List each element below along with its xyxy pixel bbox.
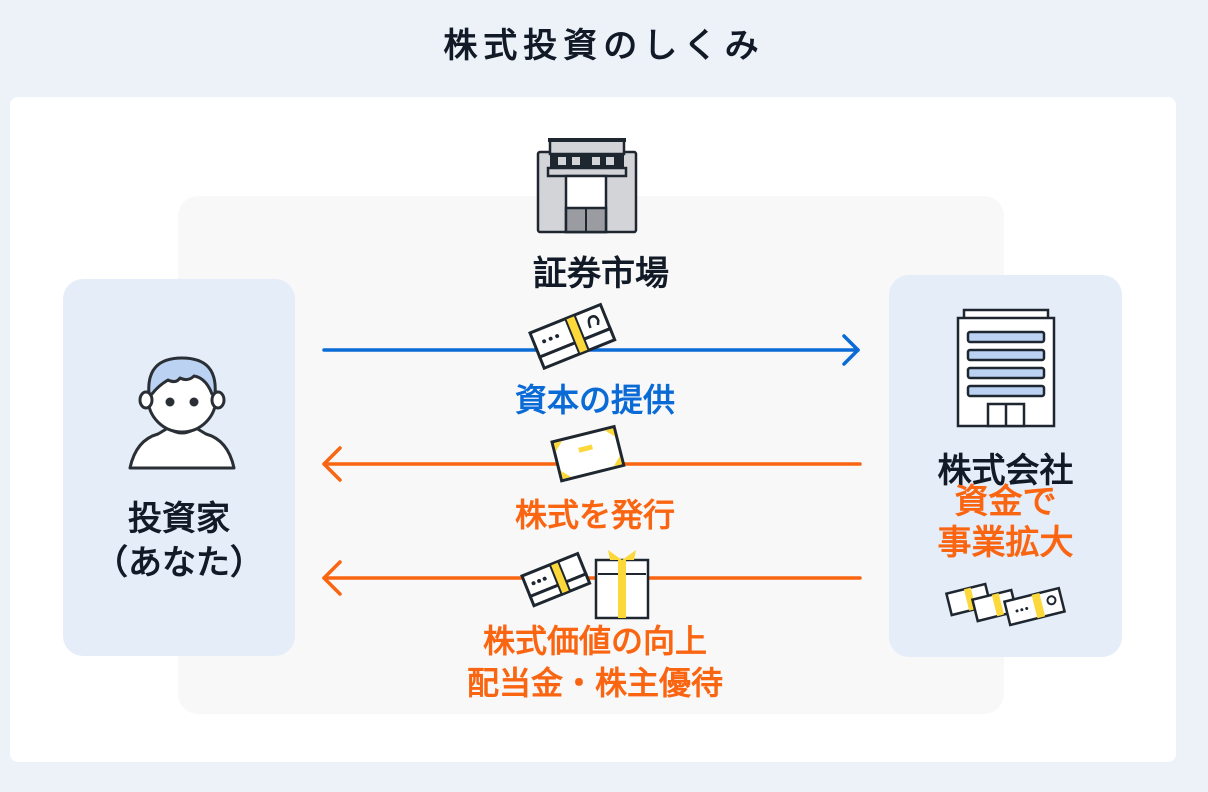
flow-label-capital: 資本の提供 xyxy=(514,381,675,419)
flow-label-returns-line1: 株式価値の向上 xyxy=(482,622,707,660)
page-title: 株式投資のしくみ xyxy=(443,26,765,66)
flow-arrow-returns xyxy=(322,560,862,596)
stock-certificate-icon xyxy=(550,424,626,483)
flow-label-returns: 株式価値の向上 配当金・株主優待 xyxy=(400,620,790,704)
investor-label-line2: （あなた） xyxy=(94,543,264,583)
company-note-line1: 資金で xyxy=(954,482,1057,522)
person-icon xyxy=(128,356,236,470)
investor-label-line1: 投資家 xyxy=(128,499,230,539)
company-label: 株式会社 xyxy=(937,451,1074,491)
money-stacks-icon xyxy=(944,582,1067,627)
investor-label: 投資家 （あなた） xyxy=(63,497,295,585)
money-and-gift-icon xyxy=(520,550,650,620)
stock-exchange-building-icon xyxy=(536,138,638,234)
company-note-line2: 事業拡大 xyxy=(937,523,1074,563)
company-note: 資金で 事業拡大 xyxy=(889,482,1122,564)
flow-label-stock-issue: 株式を発行 xyxy=(514,496,675,534)
money-bundle-icon xyxy=(528,302,617,371)
market-label: 証券市場 xyxy=(533,254,669,294)
office-building-icon xyxy=(956,308,1056,428)
flow-label-returns-line2: 配当金・株主優待 xyxy=(466,664,723,702)
